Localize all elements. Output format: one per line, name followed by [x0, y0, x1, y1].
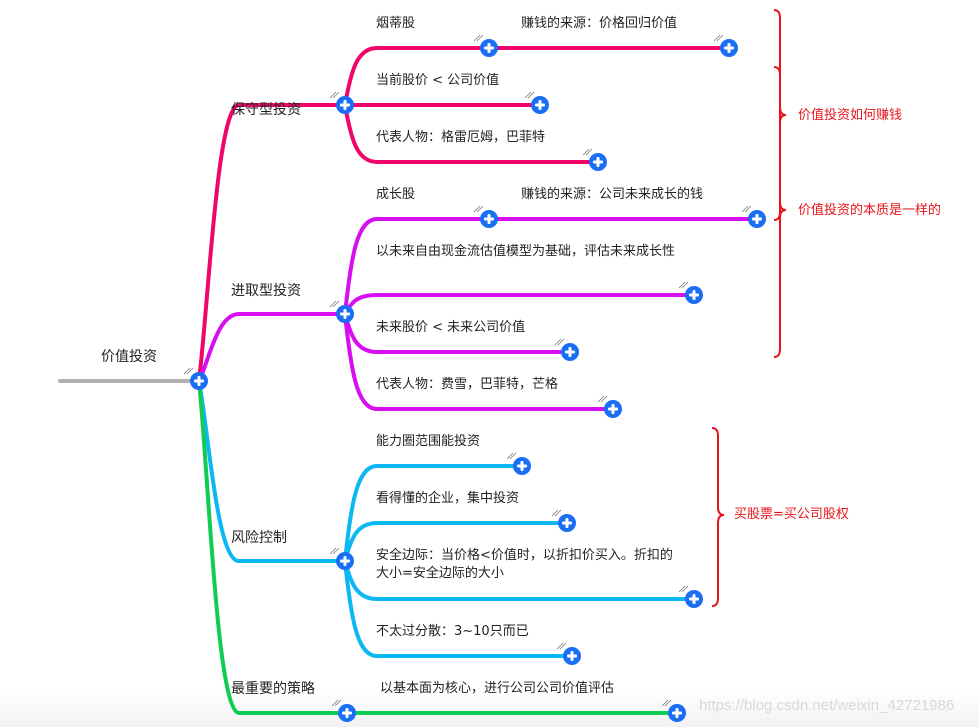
annotation-buy-equity[interactable]: 买股票=买公司股权: [734, 507, 849, 522]
resize-handle-icon[interactable]: [741, 205, 752, 213]
branch-connector-aggressive: [197, 312, 347, 383]
resize-handle-icon[interactable]: [713, 34, 724, 42]
brace-buy-equity: [711, 427, 725, 607]
brace-same-essence: [773, 9, 787, 358]
resize-handle-icon[interactable]: [597, 395, 608, 403]
resize-handle-icon[interactable]: [582, 148, 593, 156]
plus-circle-icon[interactable]: [336, 305, 354, 323]
node-label-current-price[interactable]: 当前股价 < 公司价值: [376, 73, 500, 88]
bottom-fade: [0, 690, 979, 727]
plus-circle-icon[interactable]: [668, 704, 686, 722]
sub-connector: [343, 464, 524, 563]
brace-how-to-earn: [773, 66, 787, 221]
node-label-growth-source[interactable]: 赚钱的来源：公司未来成长的钱: [521, 187, 704, 202]
plus-circle-icon[interactable]: [720, 39, 738, 57]
resize-handle-icon[interactable]: [506, 452, 517, 460]
node-label-diversification[interactable]: 不太过分散：3~10只而已: [376, 624, 529, 639]
sub-connector: [343, 217, 491, 316]
resize-handle-icon[interactable]: [678, 585, 689, 593]
plus-circle-icon[interactable]: [604, 400, 622, 418]
plus-circle-icon[interactable]: [190, 372, 208, 390]
resize-handle-icon[interactable]: [556, 642, 567, 650]
resize-handle-icon[interactable]: [331, 699, 342, 707]
resize-handle-icon[interactable]: [329, 91, 340, 99]
branch-label-aggressive[interactable]: 进取型投资: [231, 283, 301, 299]
plus-circle-icon[interactable]: [338, 704, 356, 722]
node-label-representatives-2[interactable]: 代表人物：费雪，巴菲特，芒格: [376, 377, 559, 392]
plus-circle-icon[interactable]: [589, 153, 607, 171]
plus-circle-icon[interactable]: [558, 514, 576, 532]
resize-handle-icon[interactable]: [183, 367, 194, 375]
node-label-circle-of-competence[interactable]: 能力圈范围能投资: [376, 434, 481, 449]
branch-connector-key-strategy: [197, 379, 349, 715]
sub-connector: [343, 46, 491, 107]
plus-circle-icon[interactable]: [336, 552, 354, 570]
plus-circle-icon[interactable]: [563, 647, 581, 665]
plus-circle-icon[interactable]: [748, 210, 766, 228]
sub-connector: [343, 293, 696, 316]
annotation-how-to-earn[interactable]: 价值投资如何赚钱: [798, 108, 903, 123]
resize-handle-icon[interactable]: [329, 547, 340, 555]
node-label-margin-of-safety[interactable]: 安全边际：当价格<价值时，以折扣价买入。折扣的大小=安全边际的大小: [376, 548, 673, 581]
plus-circle-icon[interactable]: [531, 96, 549, 114]
branch-connector-conservative: [197, 103, 347, 383]
node-label-understandable[interactable]: 看得懂的企业，集中投资: [376, 491, 520, 506]
sub-connector: [343, 312, 615, 411]
branch-label-conservative[interactable]: 保守型投资: [231, 102, 301, 118]
plus-circle-icon[interactable]: [561, 343, 579, 361]
resize-handle-icon[interactable]: [329, 300, 340, 308]
sub-connector: [343, 559, 574, 658]
resize-handle-icon[interactable]: [473, 34, 484, 42]
sub-connector: [343, 103, 600, 164]
resize-handle-icon[interactable]: [554, 338, 565, 346]
plus-circle-icon[interactable]: [480, 39, 498, 57]
plus-circle-icon[interactable]: [336, 96, 354, 114]
node-label-cigar-butt-source[interactable]: 赚钱的来源：价格回归价值: [521, 16, 678, 31]
resize-handle-icon[interactable]: [473, 205, 484, 213]
node-label-cigar-butt[interactable]: 烟蒂股: [376, 16, 416, 31]
watermark: https://blog.csdn.net/weixin_42721986: [699, 697, 955, 714]
plus-circle-icon[interactable]: [513, 457, 531, 475]
resize-handle-icon[interactable]: [678, 281, 689, 289]
plus-circle-icon[interactable]: [685, 590, 703, 608]
node-label-dcf-model[interactable]: 以未来自由现金流估值模型为基础，评估未来成长性: [376, 244, 676, 259]
plus-circle-icon[interactable]: [480, 210, 498, 228]
branch-label-risk-control[interactable]: 风险控制: [231, 530, 287, 546]
branch-label-key-strategy[interactable]: 最重要的策略: [231, 681, 315, 697]
node-label-future-price[interactable]: 未来股价 < 未来公司价值: [376, 320, 526, 335]
resize-handle-icon[interactable]: [551, 509, 562, 517]
node-label-fundamentals[interactable]: 以基本面为核心，进行公司公司价值评估: [380, 681, 615, 696]
plus-circle-icon[interactable]: [685, 286, 703, 304]
node-label-growth-stock[interactable]: 成长股: [376, 187, 416, 202]
root-topic-label[interactable]: 价值投资: [101, 349, 157, 365]
resize-handle-icon[interactable]: [524, 91, 535, 99]
annotation-same-essence[interactable]: 价值投资的本质是一样的: [798, 203, 942, 218]
resize-handle-icon[interactable]: [661, 699, 672, 707]
node-label-representatives-1[interactable]: 代表人物：格雷厄姆，巴菲特: [376, 130, 546, 145]
